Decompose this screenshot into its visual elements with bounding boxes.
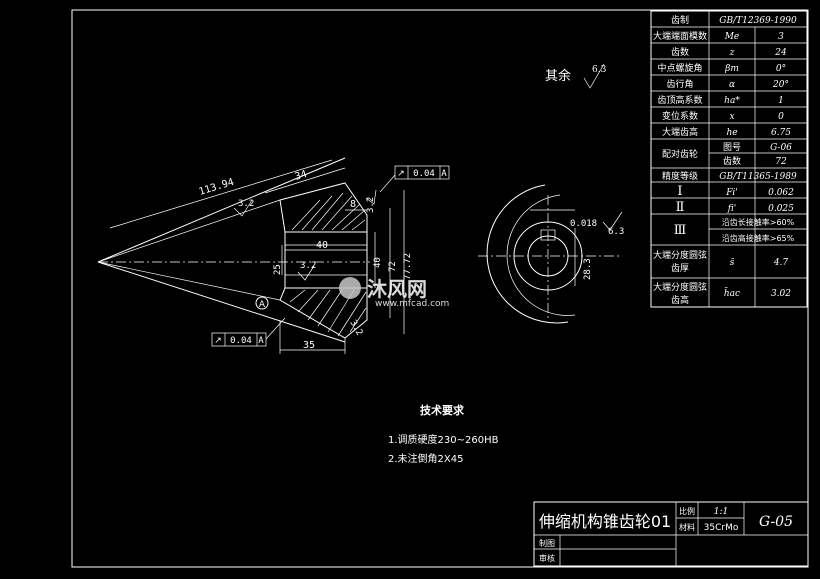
- group-3-line2: 沿齿高接触率>65%: [722, 233, 795, 243]
- drawing-number: G-05: [759, 514, 793, 530]
- param-name-4: 齿行角: [666, 78, 693, 90]
- dim-28-3: 28.3: [583, 258, 593, 280]
- roughness-value: 6.3: [592, 65, 607, 75]
- param-value-4: 20°: [772, 80, 789, 90]
- group-2-symbol: fi': [727, 204, 736, 214]
- dim-3-2-a: 3.2: [238, 199, 254, 209]
- material-value: 35CrMo: [704, 523, 739, 533]
- dim-35: 35: [303, 340, 315, 351]
- param-value-3: 0°: [776, 64, 786, 74]
- dim-72: 72: [388, 261, 398, 272]
- mating-gear-label: 配对齿轮: [662, 148, 698, 160]
- param-symbol-2: z: [729, 48, 735, 58]
- gear-parameter-table: 齿制 GB/T12369-1990 大端端面模数 Me 3 齿数 z 24 中点…: [650, 10, 808, 308]
- chordal-thickness-symbol: s̄: [730, 258, 735, 268]
- param-name-7: 大端齿高: [662, 126, 698, 138]
- group-1-value: 0.062: [768, 188, 794, 198]
- tolerance-frame-upper: ↗ 0.04 A: [379, 165, 450, 193]
- chordal-height-value: 3.02: [771, 289, 791, 299]
- surface-roughness-note: 其余 6.3: [545, 63, 607, 89]
- param-value-2: 24: [774, 48, 787, 58]
- dim-0-018: 0.018: [570, 219, 597, 229]
- tolerance-lower-value: 0.04: [230, 336, 252, 346]
- param-name-6: 变位系数: [662, 110, 698, 122]
- datum-a-marker: [255, 296, 269, 310]
- group-2-name: Ⅱ: [676, 200, 685, 215]
- param-name-1: 大端端面模数: [653, 30, 707, 42]
- tolerance-upper-value: 0.04: [413, 169, 435, 179]
- param-value-0: GB/T12369-1990: [719, 16, 797, 26]
- tech-note-1: 1.调质硬度230~260HB: [388, 433, 499, 446]
- group-2-value: 0.025: [768, 204, 794, 214]
- mating-drawing-no-label: 图号: [723, 142, 741, 153]
- chordal-thickness-value: 4.7: [773, 258, 789, 268]
- param-symbol-3: βm: [724, 64, 739, 74]
- roughness-symbol-icon: [583, 63, 605, 89]
- material-label: 材料: [679, 522, 695, 532]
- chordal-thickness-name1: 大端分度圆弦: [653, 249, 707, 261]
- watermark-logo-icon: [339, 277, 361, 299]
- dim-34: 34: [294, 169, 309, 183]
- accuracy-value: GB/T11365-1989: [719, 172, 797, 182]
- mating-teeth: 72: [775, 157, 787, 167]
- drawn-by-label: 制图: [539, 538, 555, 548]
- dim-113-94: 113.94: [198, 177, 236, 198]
- dim-40-vertical: 40: [373, 257, 383, 268]
- part-name: 伸缩机构锥齿轮01: [539, 512, 671, 531]
- gear-end-view: 0.018 28.3 6.3: [478, 184, 624, 324]
- group-1-symbol: Fi': [725, 188, 738, 198]
- chordal-height-symbol: h̄ac: [724, 287, 740, 299]
- scale-value: 1:1: [714, 507, 728, 517]
- dim-8: 8: [350, 199, 356, 210]
- chordal-height-name2: 齿高: [671, 294, 689, 306]
- chordal-height-name1: 大端分度圆弦: [653, 281, 707, 293]
- tech-title: 技术要求: [420, 403, 465, 417]
- tolerance-lower-symbol: ↗: [214, 336, 222, 346]
- technical-requirements: 技术要求 1.调质硬度230~260HB 2.未注倒角2X45: [388, 403, 499, 465]
- roughness-label: 其余: [545, 68, 571, 84]
- param-name-3: 中点螺旋角: [657, 62, 702, 74]
- datum-a-label: A: [259, 300, 266, 310]
- param-symbol-6: x: [729, 112, 734, 122]
- param-value-6: 0: [778, 112, 784, 122]
- dim-3-2-b: 3.2: [366, 197, 376, 213]
- group-3-name: Ⅲ: [674, 223, 687, 238]
- param-value-1: 3: [778, 32, 784, 42]
- tech-note-2: 2.未注倒角2X45: [388, 452, 463, 465]
- title-block: 伸缩机构锥齿轮01 比例 1:1 材料 35CrMo G-05 制图 审核: [533, 501, 809, 567]
- frame-border: [71, 9, 809, 568]
- param-symbol-5: ha*: [724, 96, 740, 106]
- dim-40-horizontal: 40: [316, 240, 328, 251]
- dim-6-3: 6.3: [608, 227, 624, 237]
- watermark: 沐风网 www.mfcad.com: [339, 277, 449, 309]
- checked-by-label: 审核: [539, 553, 555, 563]
- param-value-5: 1: [778, 96, 784, 106]
- dim-3-2-c: 3.2: [300, 261, 316, 271]
- param-name-2: 齿数: [671, 46, 689, 58]
- param-symbol-7: he: [726, 128, 737, 138]
- param-symbol-4: α: [729, 80, 735, 90]
- dim-25: 25: [273, 264, 283, 275]
- group-1-name: Ⅰ: [677, 184, 682, 199]
- mating-teeth-label: 齿数: [723, 155, 741, 167]
- watermark-brand: 沐风网: [367, 277, 427, 301]
- chordal-thickness-name2: 齿厚: [671, 263, 689, 274]
- tolerance-frame-lower: ↗ 0.04 A: [211, 317, 286, 347]
- param-symbol-1: Me: [724, 32, 740, 42]
- param-name-5: 齿顶高系数: [657, 94, 702, 106]
- group-3-line1: 沿齿长接触率>60%: [722, 217, 795, 227]
- mating-drawing-no: G-06: [770, 143, 792, 153]
- scale-label: 比例: [679, 506, 695, 516]
- dim-3-2-d: 3.2: [347, 319, 364, 338]
- param-name-0: 齿制: [671, 14, 689, 26]
- gear-section-view: 113.94 34 3.2: [97, 157, 413, 354]
- accuracy-label: 精度等级: [662, 170, 698, 182]
- tolerance-lower-datum: A: [258, 336, 264, 346]
- tolerance-upper-datum: A: [441, 169, 447, 179]
- watermark-url: www.mfcad.com: [375, 299, 449, 309]
- tolerance-upper-symbol: ↗: [397, 169, 405, 179]
- dim-77-72: 77.72: [403, 253, 413, 280]
- param-value-7: 6.75: [771, 128, 791, 138]
